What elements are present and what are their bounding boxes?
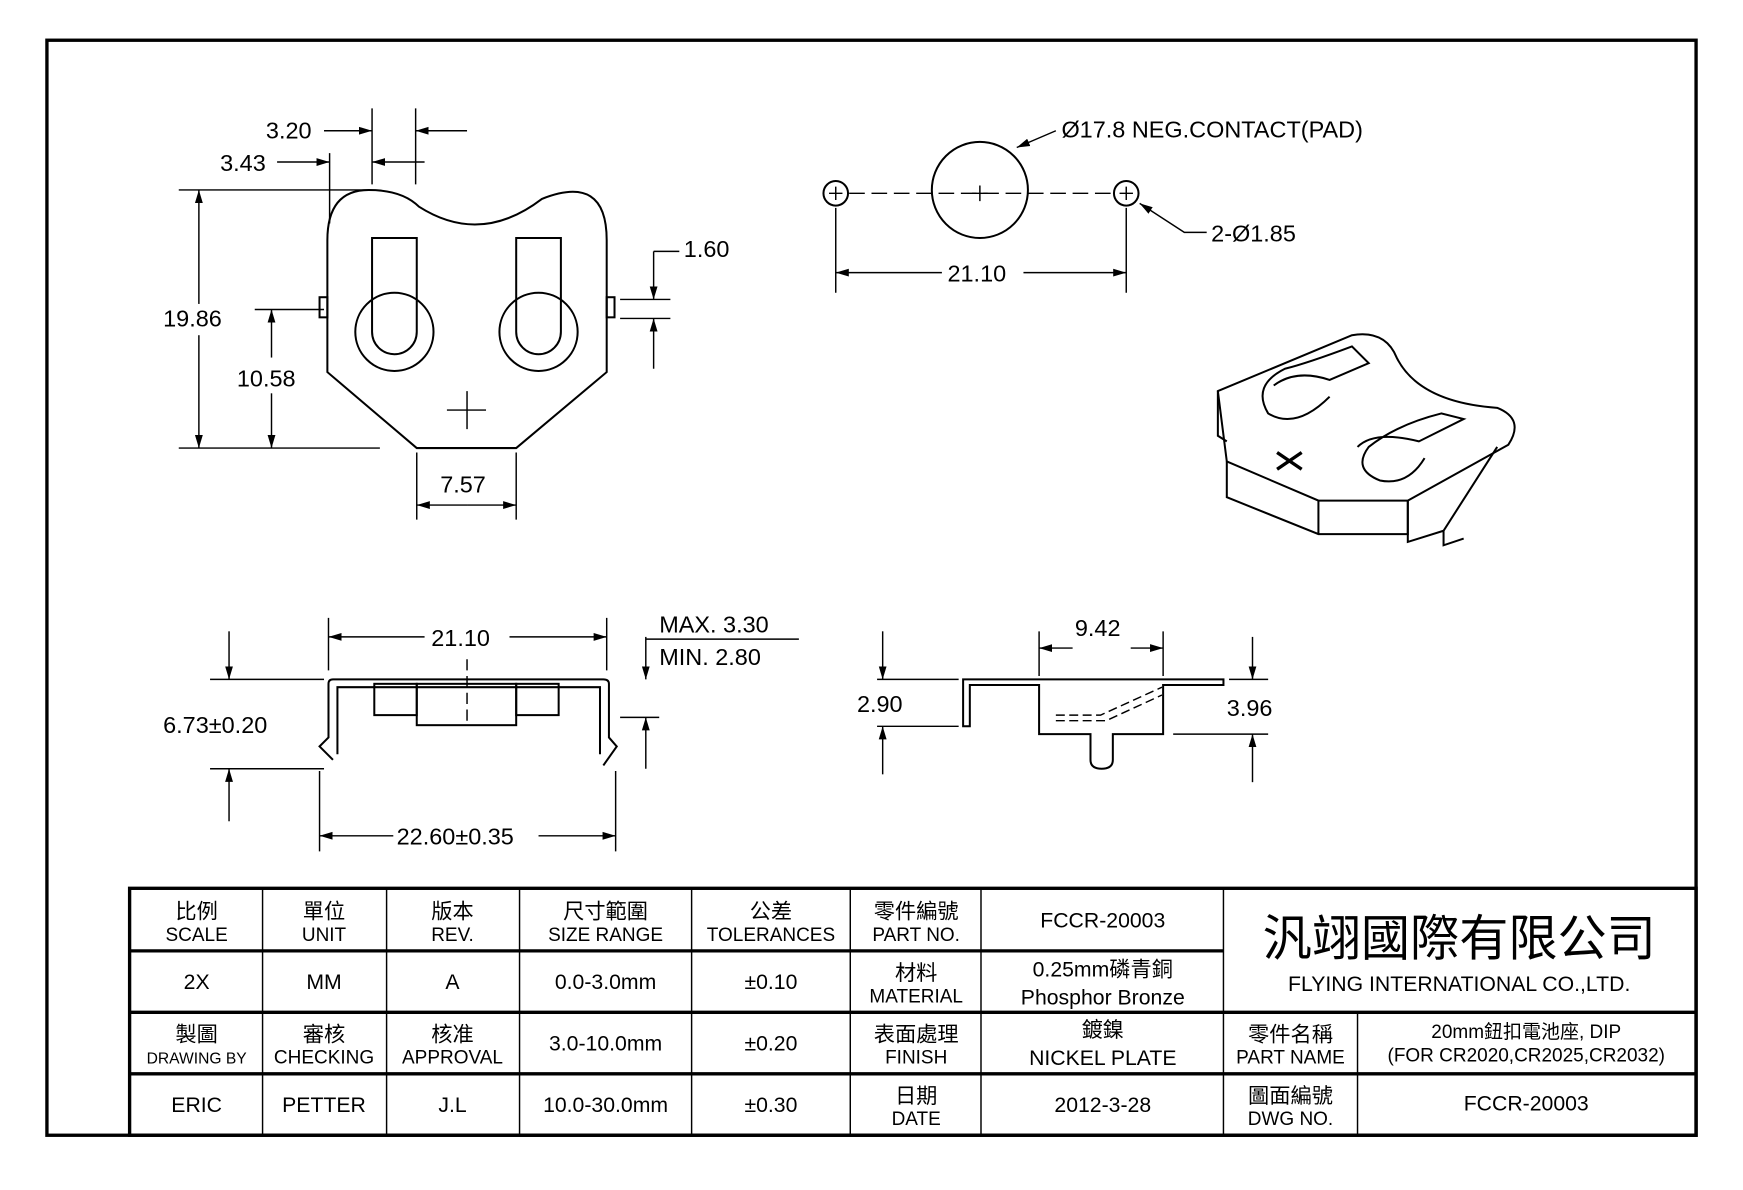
size-range-2: 3.0-10.0mm — [549, 1032, 662, 1055]
company-name-zh: 汎翊國際有限公司 — [1263, 909, 1656, 967]
date-label-zh: 日期 — [895, 1085, 937, 1108]
drawn-label-zh: 製圖 — [175, 1022, 217, 1046]
approval-label: APPROVAL — [402, 1048, 503, 1069]
material-label: MATERIAL — [869, 986, 963, 1007]
check-value: PETTER — [282, 1094, 366, 1117]
dim-3-96: 3.96 — [1227, 695, 1273, 721]
pad-layout-view: Ø17.8 NEG.CONTACT(PAD) 2-Ø1.85 21.10 — [822, 116, 1363, 293]
top-view: 3.20 3.43 19.86 10.58 7.57 1.60 — [163, 108, 730, 520]
unit-label: UNIT — [302, 925, 347, 946]
partname-label: PART NAME — [1236, 1048, 1345, 1069]
date-value: 2012-3-28 — [1054, 1094, 1151, 1117]
material-value: Phosphor Bronze — [1021, 987, 1185, 1010]
dim-6-73: 6.73±0.20 — [163, 712, 267, 738]
dim-3-43: 3.43 — [220, 150, 266, 176]
partno-label: PART NO. — [872, 925, 960, 946]
finish-value: NICKEL PLATE — [1029, 1047, 1176, 1070]
rev-label: REV. — [431, 925, 474, 946]
finish-label-zh: 表面處理 — [874, 1022, 959, 1046]
check-label: CHECKING — [274, 1048, 374, 1069]
title-block: 比例 SCALE 2X 製圖 DRAWING BY ERIC 單位 UNIT M… — [127, 886, 1698, 1137]
dim-9-42: 9.42 — [1075, 615, 1121, 641]
dim-21-10-width: 21.10 — [431, 625, 490, 651]
size-label-zh: 尺寸範圍 — [563, 899, 648, 923]
side-view: 9.42 2.90 3.96 — [857, 615, 1273, 783]
scale-label: SCALE — [166, 925, 228, 946]
company-name: FLYING INTERNATIONAL CO.,LTD. — [1288, 973, 1630, 996]
holes-label: 2-Ø1.85 — [1211, 220, 1296, 246]
size-range-1: 0.0-3.0mm — [555, 971, 656, 994]
dim-7-57: 7.57 — [440, 472, 486, 498]
dwg-value: FCCR-20003 — [1464, 1093, 1589, 1116]
dwg-label-zh: 圖面編號 — [1248, 1084, 1333, 1108]
dim-1-60: 1.60 — [684, 236, 730, 262]
partno-value: FCCR-20003 — [1040, 909, 1165, 932]
tol-label-zh: 公差 — [750, 899, 792, 923]
dim-2-90: 2.90 — [857, 691, 903, 717]
unit-value: MM — [306, 971, 341, 994]
size-range-3: 10.0-30.0mm — [543, 1094, 668, 1117]
check-label-zh: 審核 — [303, 1022, 345, 1046]
dim-3-20: 3.20 — [266, 118, 312, 144]
drawn-value: ERIC — [171, 1094, 222, 1117]
finish-label: FINISH — [885, 1048, 947, 1069]
tol-label: TOLERANCES — [707, 925, 835, 946]
finish-value-zh: 鍍鎳 — [1082, 1018, 1124, 1042]
rev-label-zh: 版本 — [431, 899, 473, 923]
tol-2: ±0.20 — [744, 1032, 797, 1055]
scale-label-zh: 比例 — [175, 899, 217, 923]
approval-label-zh: 核准 — [431, 1022, 473, 1046]
approval-value: J.L — [438, 1094, 467, 1117]
partname-value-2: (FOR CR2020,CR2025,CR2032) — [1387, 1046, 1664, 1067]
drawn-label: DRAWING BY — [147, 1051, 248, 1068]
isometric-view — [1216, 333, 1516, 547]
size-label: SIZE RANGE — [548, 925, 663, 946]
tol-3: ±0.30 — [744, 1094, 797, 1117]
dim-19-86: 19.86 — [163, 305, 222, 331]
front-view: 21.10 MAX. 3.30 MIN. 2.80 6.73±0.20 22.6… — [163, 611, 799, 852]
dwg-label: DWG NO. — [1248, 1109, 1333, 1130]
material-value-zh: 0.25mm磷青銅 — [1033, 958, 1173, 982]
scale-value: 2X — [184, 971, 210, 994]
rev-value: A — [445, 971, 460, 994]
dim-10-58: 10.58 — [237, 366, 296, 392]
dim-min: MIN. 2.80 — [659, 644, 761, 670]
date-label: DATE — [892, 1109, 941, 1130]
material-label-zh: 材料 — [895, 961, 937, 985]
unit-label-zh: 單位 — [303, 899, 345, 923]
partno-label-zh: 零件編號 — [874, 899, 959, 923]
sheet-border — [45, 38, 1698, 1137]
dim-21-10-pads: 21.10 — [947, 261, 1006, 287]
tol-1: ±0.10 — [744, 971, 797, 994]
pad-label: Ø17.8 NEG.CONTACT(PAD) — [1061, 116, 1362, 142]
dim-max: MAX. 3.30 — [659, 611, 769, 637]
partname-value-1: 20mm鈕扣電池座, DIP — [1431, 1021, 1621, 1043]
partname-label-zh: 零件名稱 — [1248, 1022, 1333, 1046]
dim-22-60: 22.60±0.35 — [397, 824, 514, 850]
